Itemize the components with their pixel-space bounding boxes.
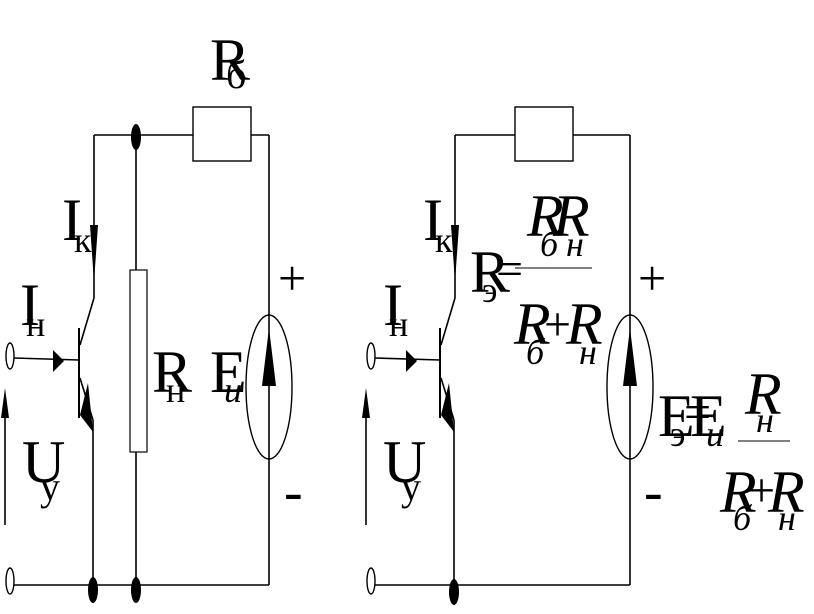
- right-minus-sign: -: [644, 461, 663, 523]
- re-den-r1: R: [513, 291, 551, 357]
- left-uy-sub: у: [40, 464, 60, 509]
- left-rb-sub: б: [226, 52, 246, 97]
- ee-den-sub2: н: [778, 498, 796, 538]
- left-transistor-collector-lead: [79, 297, 95, 346]
- left-emitter-arrow-icon: [80, 383, 93, 432]
- left-ei-label: E: [210, 339, 247, 405]
- right-uy-arrow-icon: [362, 388, 370, 418]
- re-num-r2: R: [552, 183, 590, 249]
- right-transistor-collector-lead: [440, 297, 456, 346]
- ee-den-r1: R: [719, 459, 757, 525]
- left-in-sub: н: [26, 304, 45, 344]
- left-rn-label: R: [152, 339, 192, 405]
- left-minus-sign: -: [284, 461, 303, 523]
- re-den-sub2: н: [579, 332, 597, 372]
- left-base-resistor: [192, 106, 252, 162]
- left-ik-sub: к: [74, 220, 92, 260]
- left-junction-top: [131, 124, 141, 150]
- re-den-r2: R: [565, 291, 603, 357]
- right-source-arrow-icon: [623, 328, 637, 386]
- left-in-label: I: [20, 272, 40, 338]
- re-num-sub2: н: [566, 224, 584, 264]
- right-in-sub: н: [389, 304, 408, 344]
- re-den-sub1: б: [526, 332, 546, 372]
- right-equiv-resistor: [514, 106, 574, 162]
- ee-den-plus: +: [748, 464, 775, 517]
- left-plus-sign: +: [278, 250, 306, 306]
- left-load-resistor: [129, 269, 148, 453]
- ee-den-sub1: б: [733, 498, 753, 538]
- left-junction-bottom-left: [88, 577, 98, 603]
- right-in-label: I: [383, 272, 403, 338]
- right-input-arrow-icon: [406, 350, 417, 372]
- left-input-wire: [13, 357, 80, 361]
- right-input-terminal-bottom: [366, 567, 376, 595]
- re-lhs-sub: э: [482, 270, 497, 310]
- left-uy-arrow-icon: [1, 388, 9, 418]
- right-uy-sub: у: [401, 464, 421, 509]
- left-input-arrow-icon: [53, 350, 64, 372]
- re-eq: =: [496, 243, 523, 296]
- right-ik-label: I: [423, 187, 443, 253]
- re-num-r1: R: [526, 183, 564, 249]
- right-circuit: I к I н U у + - R э = R б R н R б + R н …: [362, 106, 805, 605]
- left-uy-label: U: [22, 429, 65, 495]
- right-plus-sign: +: [638, 250, 666, 306]
- right-collector-arrow-icon: [451, 225, 459, 282]
- equiv-source-formula: E э = E и R н R б + R н: [658, 361, 805, 538]
- right-input-terminal-top: [366, 342, 376, 370]
- re-lhs: R: [470, 239, 510, 305]
- left-ik-label: I: [62, 187, 82, 253]
- left-rn-sub: н: [166, 370, 185, 410]
- right-source-symbol: [606, 314, 654, 460]
- left-source-symbol: [245, 314, 293, 460]
- ee-den-r2: R: [767, 459, 805, 525]
- left-input-terminal-bottom: [5, 567, 15, 595]
- ee-lhs: E: [658, 383, 695, 449]
- re-den-plus: +: [544, 298, 571, 351]
- left-collector-arrow-icon: [90, 225, 98, 282]
- left-source-arrow-icon: [262, 328, 276, 386]
- right-ik-sub: к: [435, 220, 453, 260]
- right-uy-label: U: [383, 429, 426, 495]
- ee-num-sub: н: [756, 400, 774, 440]
- ee-mid-sub: и: [706, 414, 724, 454]
- equiv-resistance-formula: R э = R б R н R б + R н: [470, 183, 603, 372]
- left-junction-bottom-mid: [131, 577, 141, 603]
- left-rb-label: R: [210, 27, 250, 93]
- right-emitter-arrow-icon: [441, 383, 454, 432]
- ee-lhs-sub: э: [670, 414, 685, 454]
- left-ei-sub: и: [224, 370, 242, 410]
- left-input-terminal-top: [5, 342, 15, 370]
- ee-eq: =: [684, 386, 711, 439]
- ee-num-r: R: [744, 361, 782, 427]
- ee-mid: E: [690, 383, 727, 449]
- left-circuit: R б I к I н R н E и U у + -: [1, 27, 306, 603]
- right-junction-bottom: [449, 579, 459, 605]
- re-num-sub1: б: [540, 224, 560, 264]
